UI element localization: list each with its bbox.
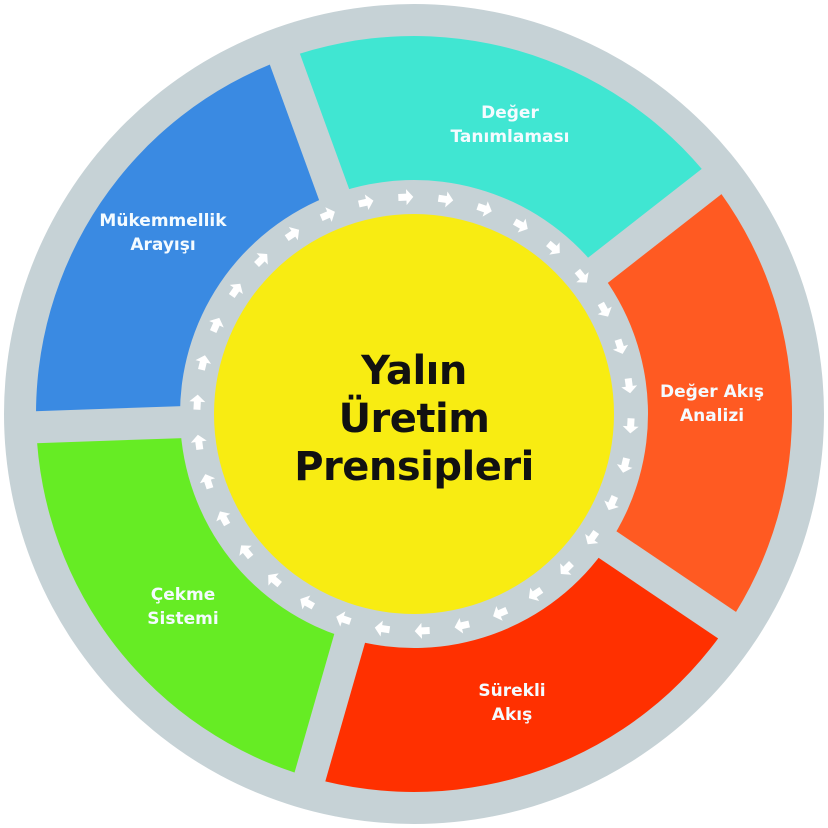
- segment-group: [36, 36, 792, 792]
- segment-surekli-akis: [309, 544, 728, 792]
- label-deger-akis-line-1: Değer Akış: [660, 382, 764, 402]
- label-mukemmellik-line-2: Arayışı: [130, 235, 195, 255]
- flow-arrow-icon: [493, 606, 509, 621]
- label-cekme-sistemi-line-1: Çekme: [151, 585, 216, 605]
- arrow-ring: [189, 189, 639, 639]
- segment-divider: [266, 45, 352, 206]
- flow-arrow-icon: [612, 338, 629, 354]
- flow-arrow-icon: [437, 191, 454, 208]
- flow-arrow-icon: [254, 253, 268, 268]
- segment-deger-tanimlamasi: [284, 36, 712, 270]
- segment-label-mukemmellik: Mükemmellik Arayışı: [99, 211, 227, 255]
- segment-label-deger-tanimlamasi: Değer Tanımlaması: [451, 103, 570, 147]
- flow-arrow-icon: [189, 394, 206, 410]
- segment-label-surekli-akis: Sürekli Akış: [478, 681, 545, 725]
- flow-arrow-icon: [574, 268, 589, 283]
- flow-arrow-icon: [546, 240, 560, 255]
- flow-arrow-icon: [414, 622, 430, 639]
- label-deger-tanimlamasi-line-2: Tanımlaması: [451, 127, 570, 147]
- flow-arrow-icon: [560, 560, 574, 575]
- flow-arrow-icon: [512, 218, 528, 233]
- label-surekli-akis-line-2: Akış: [492, 705, 532, 725]
- flow-arrow-icon: [199, 474, 216, 490]
- segment-divider: [594, 528, 743, 644]
- flow-arrow-icon: [622, 418, 639, 434]
- center-title-line-3: Prensipleri: [294, 444, 534, 490]
- flow-arrow-icon: [374, 620, 391, 637]
- segment-divider: [292, 628, 367, 790]
- flow-arrow-icon: [228, 283, 243, 299]
- center-circle: [214, 214, 614, 614]
- flow-arrow-icon: [239, 545, 254, 560]
- flow-arrow-icon: [358, 194, 374, 211]
- flow-arrow-icon: [398, 189, 414, 206]
- segment-divider: [27, 405, 187, 444]
- flow-arrow-icon: [195, 355, 212, 371]
- center-title: Yalın Üretim Prensipleri: [294, 348, 534, 490]
- flow-arrow-icon: [621, 377, 638, 394]
- flow-arrow-icon: [616, 457, 633, 473]
- flow-arrow-icon: [604, 495, 619, 511]
- center-title-line-1: Yalın: [360, 348, 467, 394]
- flow-arrow-icon: [585, 529, 600, 545]
- flow-arrow-icon: [336, 611, 352, 627]
- flow-arrow-icon: [268, 573, 282, 588]
- label-cekme-sistemi-line-2: Sistemi: [147, 609, 218, 629]
- flow-arrow-icon: [454, 617, 470, 634]
- flow-arrow-icon: [319, 207, 335, 222]
- segment-label-deger-akis-analizi: Değer Akış Analizi: [660, 382, 764, 426]
- flow-arrow-icon: [300, 595, 316, 610]
- flow-arrow-icon: [597, 301, 612, 317]
- center-title-line-2: Üretim: [339, 394, 490, 442]
- label-deger-tanimlamasi-line-1: Değer: [481, 103, 539, 123]
- flow-arrow-icon: [209, 317, 224, 333]
- flow-arrow-icon: [284, 227, 300, 242]
- segment-mukemmellik: [36, 58, 334, 428]
- flow-arrow-icon: [216, 511, 231, 527]
- label-deger-akis-line-2: Analizi: [680, 406, 744, 426]
- label-surekli-akis-line-1: Sürekli: [478, 681, 545, 701]
- segment-label-cekme-sistemi: Çekme Sistemi: [147, 585, 218, 629]
- segment-deger-akis-analizi: [598, 181, 792, 626]
- flow-arrow-icon: [190, 434, 207, 451]
- segment-cekme-sistemi: [36, 422, 350, 778]
- label-mukemmellik-line-1: Mükemmellik: [99, 211, 227, 231]
- flow-arrow-icon: [528, 586, 544, 601]
- segment-gaps: [27, 45, 743, 790]
- flow-arrow-icon: [476, 201, 492, 217]
- segment-divider: [583, 163, 729, 287]
